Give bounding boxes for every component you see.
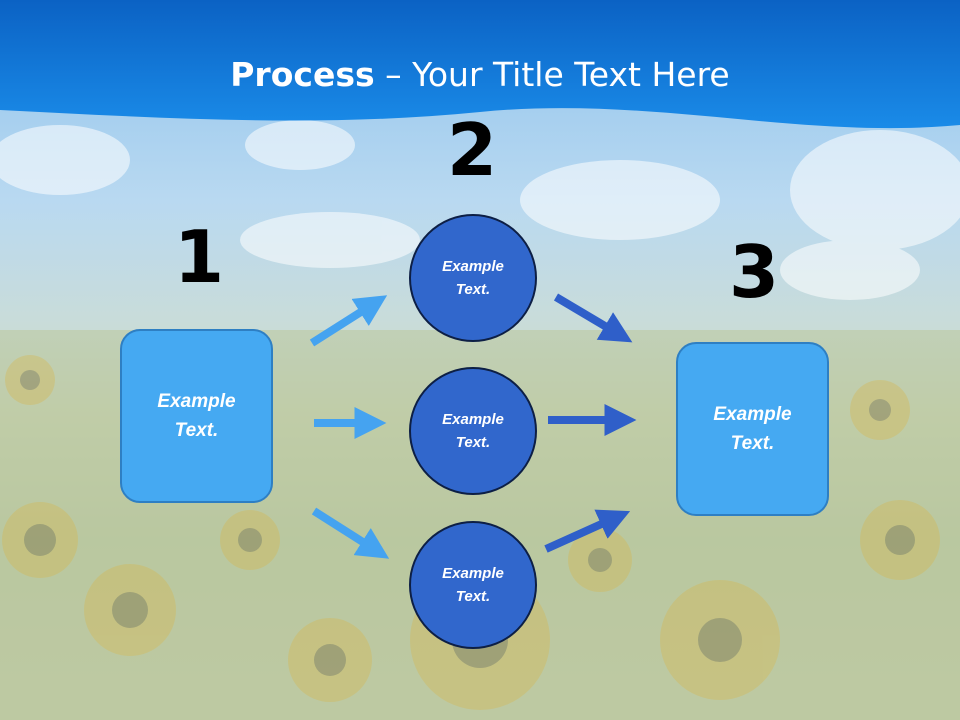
step-2-circle-top-label: Example Text. [442, 258, 504, 298]
step-number-3: 3 [728, 230, 780, 314]
step-3-label: Example Text. [713, 404, 792, 454]
step-2-circle-middle: Example Text. [409, 367, 537, 495]
header-band [0, 0, 960, 129]
step-2-circle-top: Example Text. [409, 214, 537, 342]
step-1-label: Example Text. [157, 391, 236, 441]
arrow-right-up-icon [309, 295, 388, 347]
arrow-right-down-icon [553, 293, 633, 343]
step-2-circle-bottom: Example Text. [409, 521, 537, 649]
step-2-circle-middle-label: Example Text. [442, 411, 504, 451]
title-bold: Process [230, 55, 375, 94]
step-number-1: 1 [173, 215, 225, 299]
title-rest: – Your Title Text Here [374, 55, 730, 94]
arrow-right-down-icon [311, 507, 390, 559]
slide-title: Process – Your Title Text Here [0, 53, 960, 97]
arrow-right-up-icon [544, 509, 631, 553]
step-2-circle-bottom-label: Example Text. [442, 565, 504, 605]
step-number-2: 2 [446, 108, 498, 192]
step-1-box: Example Text. [120, 329, 273, 503]
clouds [0, 120, 960, 300]
step-3-box: Example Text. [676, 342, 829, 516]
sunflowers [2, 355, 940, 710]
